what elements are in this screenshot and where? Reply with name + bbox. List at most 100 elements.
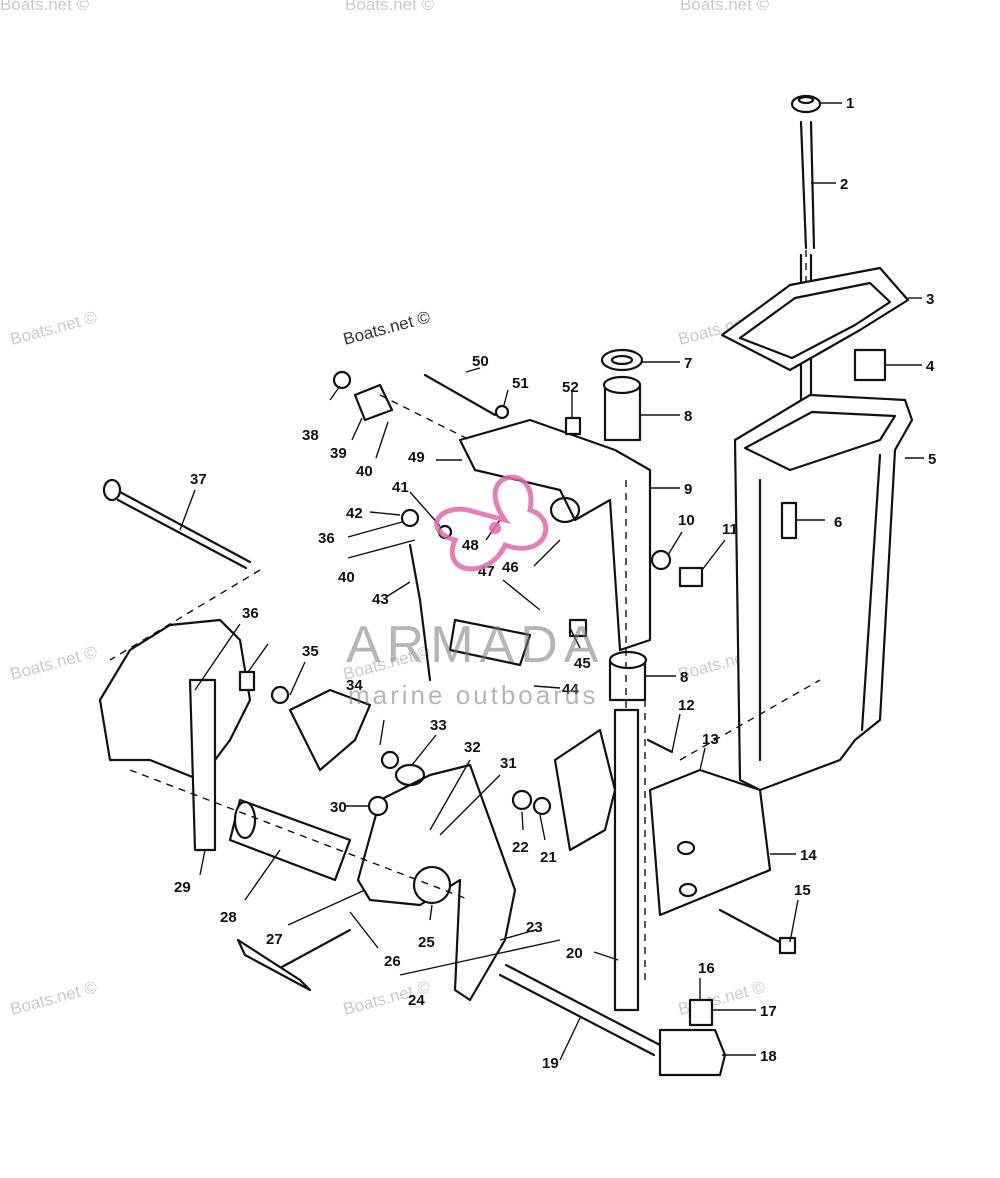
part-tilt-tube [504, 963, 662, 1047]
callout-7: 7 [684, 355, 692, 372]
callout-36-left: 36 [242, 605, 259, 622]
part-washer [270, 685, 290, 705]
part-bracket [553, 728, 617, 852]
callout-11-right: 11 [722, 521, 738, 538]
part-retainer [658, 1028, 727, 1077]
part-knob [400, 508, 420, 528]
part-washer [600, 348, 644, 372]
callout-41: 41 [392, 479, 409, 496]
part-bolt [238, 670, 256, 692]
callout-40-lower: 40 [338, 569, 355, 586]
callout-8-top: 8 [684, 408, 692, 425]
part-washer [380, 750, 400, 770]
callout-25: 25 [418, 934, 435, 951]
part-cam [353, 383, 394, 422]
callout-22: 22 [512, 839, 529, 856]
callout-23: 23 [526, 919, 543, 936]
callout-44: 44 [562, 681, 579, 698]
part-bolt [780, 501, 798, 540]
part-ring [394, 763, 426, 787]
part-steering-tube [613, 708, 640, 1012]
callout-31: 31 [500, 755, 517, 772]
callout-34: 34 [346, 677, 363, 694]
callout-12: 12 [678, 697, 695, 714]
callout-38: 38 [302, 427, 319, 444]
callout-15: 15 [794, 882, 811, 899]
part-clamp-pad [648, 768, 772, 917]
callout-49: 49 [408, 449, 425, 466]
callout-48: 48 [462, 537, 479, 554]
watermark-site: Boats.net © [345, 0, 435, 14]
callout-20: 20 [566, 945, 583, 962]
leader-lines [179, 102, 924, 1061]
part-bolt [678, 566, 704, 588]
part-rod [799, 120, 808, 250]
callout-10-right: 10 [678, 512, 695, 529]
callout-14: 14 [800, 847, 817, 864]
callout-17: 17 [760, 1003, 777, 1020]
callout-26: 26 [384, 953, 401, 970]
watermark-site: Boats.net © [341, 307, 432, 349]
callout-9: 9 [684, 481, 692, 498]
callout-30: 30 [330, 799, 347, 816]
callout-39: 39 [330, 445, 347, 462]
part-washer [532, 796, 552, 816]
part-shock-cylinder [228, 798, 352, 882]
part-pin [646, 738, 674, 754]
callout-8-bottom: 8 [680, 669, 688, 686]
part-gasket [720, 266, 910, 372]
callout-16: 16 [698, 960, 715, 977]
watermark-site: Boats.net © [0, 0, 90, 14]
part-tilt-link [448, 618, 532, 667]
callout-19: 19 [542, 1055, 559, 1072]
callout-21: 21 [540, 849, 557, 866]
propeller-logo [434, 474, 549, 572]
part-spring-rod [408, 543, 432, 682]
callout-36-upper: 36 [318, 530, 335, 547]
parts-drawing [98, 94, 914, 1077]
callout-labels: 1 2 3 4 5 6 7 8 9 10 11 8 12 13 14 15 16… [174, 95, 936, 1072]
brand-tagline: marine outboards [348, 680, 598, 710]
part-clamp-bracket-left [98, 618, 252, 782]
callout-33: 33 [430, 717, 447, 734]
part-clamp-disc [412, 865, 452, 905]
alignment-lines [109, 394, 821, 980]
part-clip [688, 998, 714, 1027]
callout-45: 45 [574, 655, 591, 672]
brand-watermark: ARMADA marine outboards [346, 474, 604, 710]
callout-42: 42 [346, 505, 363, 522]
part-bolt [718, 908, 787, 947]
callout-28: 28 [220, 909, 237, 926]
part-tilt-plate [288, 688, 372, 772]
callout-29: 29 [174, 879, 191, 896]
callout-13: 13 [702, 731, 719, 748]
callout-35: 35 [302, 643, 319, 660]
callout-46: 46 [502, 559, 519, 576]
part-nut [511, 789, 533, 811]
callout-32: 32 [464, 739, 481, 756]
part-bolt [564, 416, 582, 436]
watermark-site: Boats.net © [8, 642, 99, 684]
callout-50: 50 [472, 353, 489, 370]
brand-name: ARMADA [346, 616, 604, 674]
part-washer [494, 404, 510, 420]
callout-6: 6 [834, 514, 842, 531]
watermark-site: Boats.net © [680, 0, 770, 14]
watermark-site: Boats.net © [8, 307, 99, 349]
part-block [853, 348, 887, 382]
part-washer [367, 795, 389, 817]
callout-18: 18 [760, 1048, 777, 1065]
watermark-site: Boats.net © [8, 977, 99, 1019]
callout-52: 52 [562, 379, 579, 396]
part-link-rod [423, 373, 497, 417]
callout-3: 3 [926, 291, 934, 308]
callout-51: 51 [512, 375, 529, 392]
part-exhaust-housing [733, 393, 914, 792]
part-washer [332, 370, 352, 390]
part-through-bolt [102, 478, 122, 502]
callout-37: 37 [190, 471, 207, 488]
callout-4: 4 [926, 358, 935, 375]
callout-1: 1 [846, 95, 854, 112]
callout-24: 24 [408, 992, 425, 1009]
